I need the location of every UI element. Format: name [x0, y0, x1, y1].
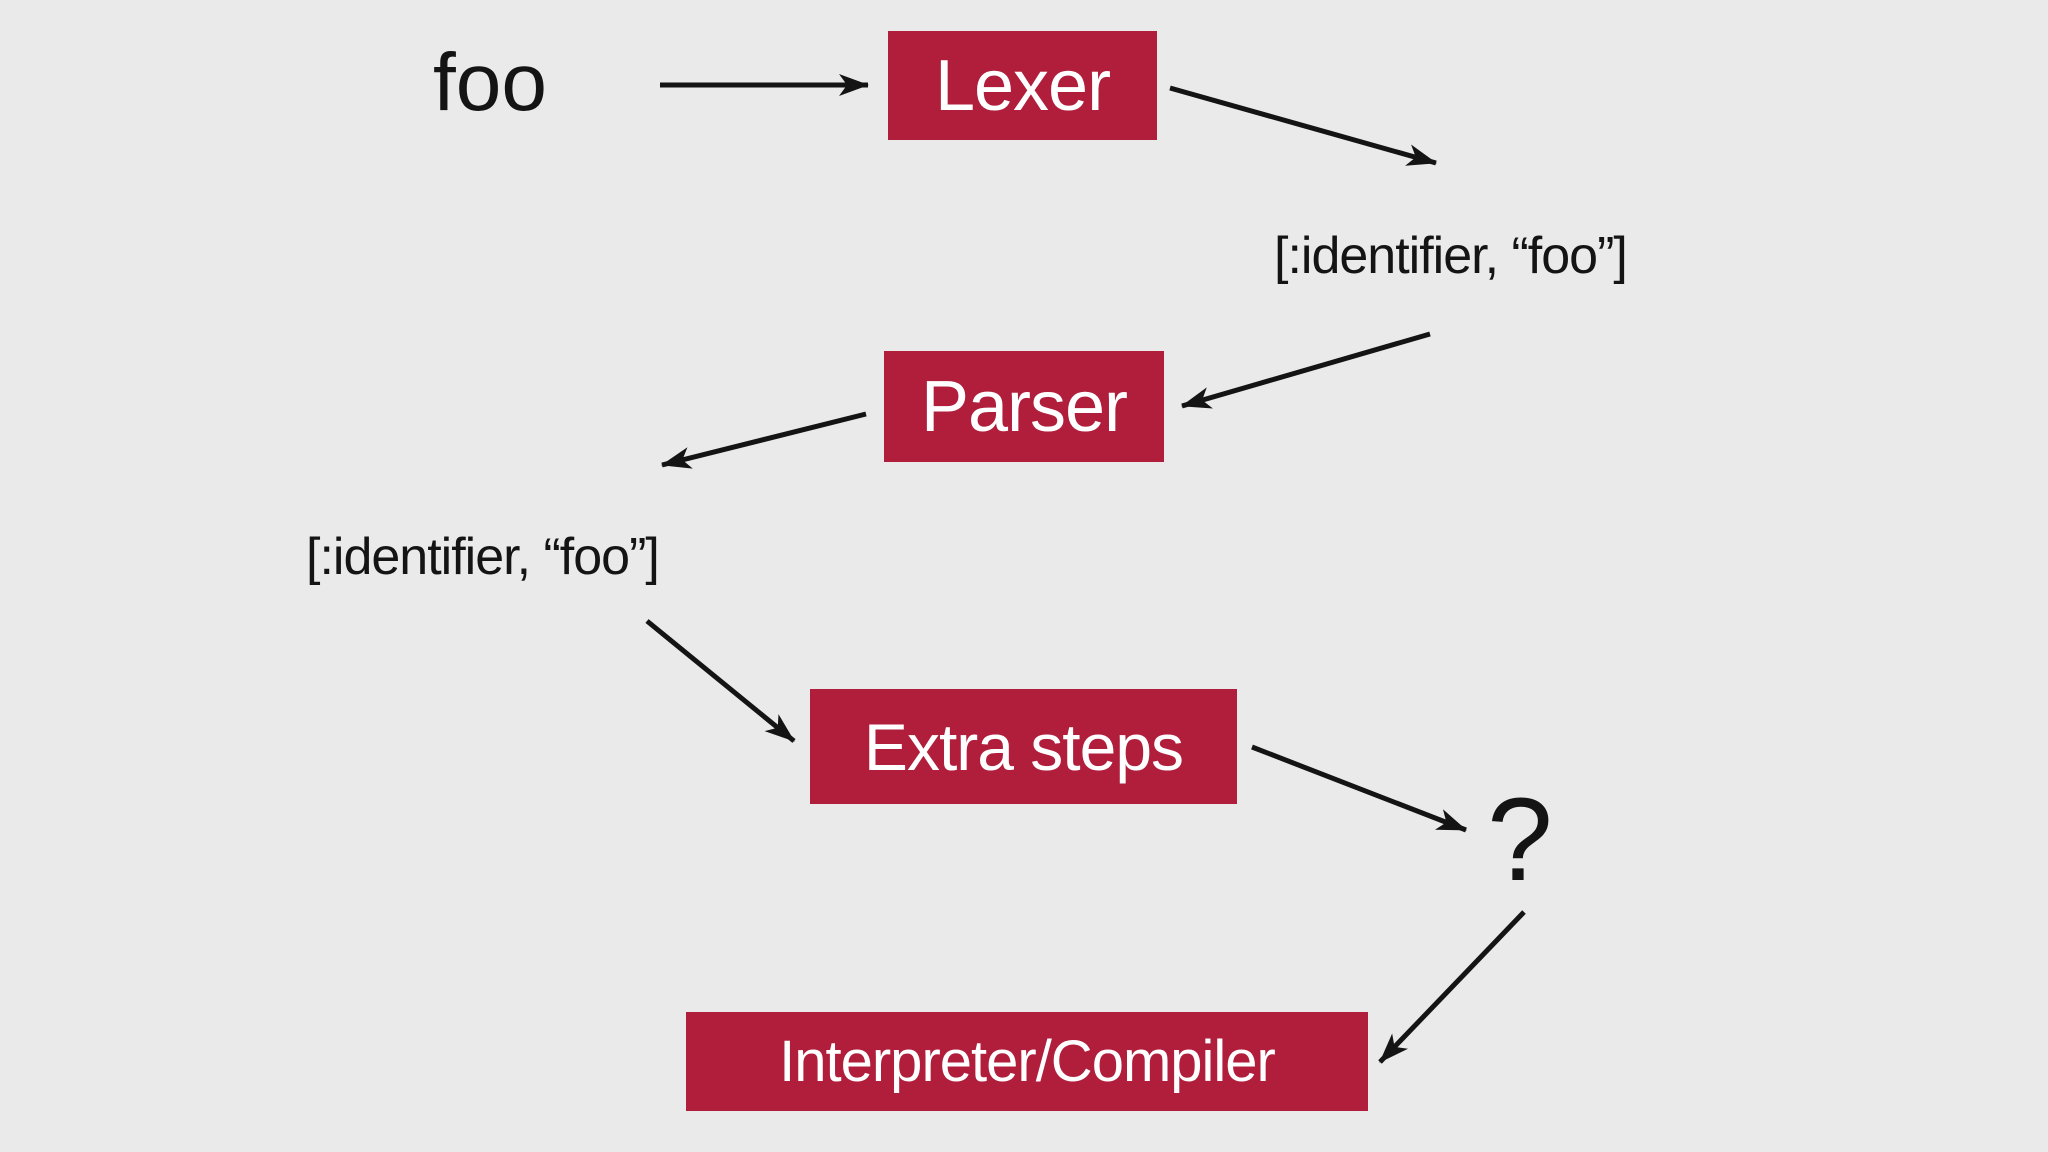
- arrow-token-to-parser: [1181, 331, 1431, 409]
- arrow-parser-to-token: [661, 411, 867, 469]
- source-code-label: foo: [433, 37, 547, 128]
- parser-output-token-label: [:identifier, “foo”]: [306, 528, 660, 586]
- extra-steps-box: Extra steps: [810, 689, 1237, 804]
- arrow-extra-steps-to-question: [1251, 744, 1467, 833]
- lexer-output-token-label: [:identifier, “foo”]: [1274, 227, 1628, 285]
- parser-box: Parser: [884, 351, 1164, 462]
- interpreter-compiler-box: Interpreter/Compiler: [686, 1012, 1368, 1111]
- arrow-lexer-to-token: [1169, 85, 1437, 166]
- lexer-box: Lexer: [888, 31, 1157, 140]
- question-mark-label: ?: [1487, 774, 1553, 906]
- arrow-question-to-interpreter: [1378, 910, 1526, 1064]
- arrow-token-to-extra-steps: [645, 619, 796, 743]
